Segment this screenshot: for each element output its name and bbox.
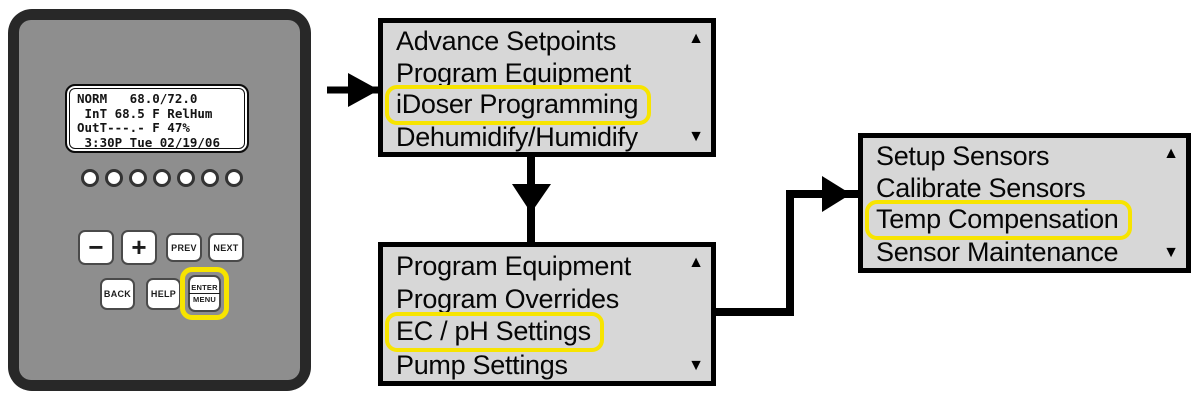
enter-menu-button[interactable]: ENTER MENU xyxy=(188,275,221,312)
status-led xyxy=(177,169,195,187)
menu-item-program-overrides[interactable]: Program Overrides xyxy=(396,283,619,314)
menu-item-pump-settings[interactable]: Pump Settings xyxy=(396,349,568,380)
menu-item-temp-compensation-highlighted[interactable]: Temp Compensation xyxy=(865,200,1132,240)
menu-item-idoser-programming-highlighted[interactable]: iDoser Programming xyxy=(385,85,652,125)
controller-faceplate xyxy=(19,20,300,380)
status-led xyxy=(153,169,171,187)
back-button[interactable]: BACK xyxy=(100,278,135,310)
status-led xyxy=(105,169,123,187)
help-button[interactable]: HELP xyxy=(146,278,181,310)
menu-item-ec-ph-settings-highlighted[interactable]: EC / pH Settings xyxy=(385,311,604,352)
arrow-right-icon xyxy=(327,73,379,107)
lcd-line-4: 3:30P Tue 02/19/06 xyxy=(77,134,220,150)
controller-device: NORM 68.0/72.0 InT 68.5 F RelHum OutT---… xyxy=(8,9,311,391)
status-led xyxy=(129,169,147,187)
plus-button[interactable]: + xyxy=(121,230,157,265)
menu-item-dehumidify-humidify[interactable]: Dehumidify/Humidify xyxy=(396,122,638,152)
arrow-down-icon xyxy=(512,157,551,242)
menu-label: MENU xyxy=(193,295,216,304)
arrow-elbow-right-icon xyxy=(714,176,858,316)
lcd-line-2: InT 68.5 F RelHum xyxy=(77,105,213,121)
menu-item-program-equipment[interactable]: Program Equipment xyxy=(396,58,632,88)
scroll-down-icon[interactable]: ▼ xyxy=(1163,244,1179,261)
lcd-display: NORM 68.0/72.0 InT 68.5 F RelHum OutT---… xyxy=(65,84,249,153)
menu-item-setup-sensors[interactable]: Setup Sensors xyxy=(876,141,1050,171)
menu-item-advance-setpoints[interactable]: Advance Setpoints xyxy=(396,26,617,56)
lcd-line-3: OutT---.- F 47% xyxy=(77,120,190,135)
scroll-up-icon[interactable]: ▲ xyxy=(688,30,704,47)
menu-item-calibrate-sensors[interactable]: Calibrate Sensors xyxy=(876,173,1086,203)
menu-screen-main: Advance Setpoints Program Equipment iDos… xyxy=(378,18,716,157)
menu-screen-ec-ph: Setup Sensors Calibrate Sensors Temp Com… xyxy=(858,133,1191,273)
enter-menu-highlight-ring: ENTER MENU xyxy=(180,267,229,320)
status-led xyxy=(225,169,243,187)
scroll-down-icon[interactable]: ▼ xyxy=(688,128,704,145)
scroll-up-icon[interactable]: ▲ xyxy=(688,254,704,271)
menu-screen-idoser: Program Equipment Program Overrides EC /… xyxy=(378,242,716,386)
status-led xyxy=(81,169,99,187)
menu-item-program-equipment[interactable]: Program Equipment xyxy=(396,250,632,281)
enter-label: ENTER xyxy=(189,283,220,294)
menu-item-sensor-maintenance[interactable]: Sensor Maintenance xyxy=(876,237,1119,267)
scroll-down-icon[interactable]: ▼ xyxy=(688,357,704,374)
status-led xyxy=(201,169,219,187)
lcd-line-1: NORM 68.0/72.0 xyxy=(77,91,198,106)
prev-button[interactable]: PREV xyxy=(166,233,202,262)
minus-button[interactable]: − xyxy=(78,230,114,265)
scroll-up-icon[interactable]: ▲ xyxy=(1163,145,1179,162)
next-button[interactable]: NEXT xyxy=(208,233,244,262)
led-row xyxy=(81,169,243,187)
